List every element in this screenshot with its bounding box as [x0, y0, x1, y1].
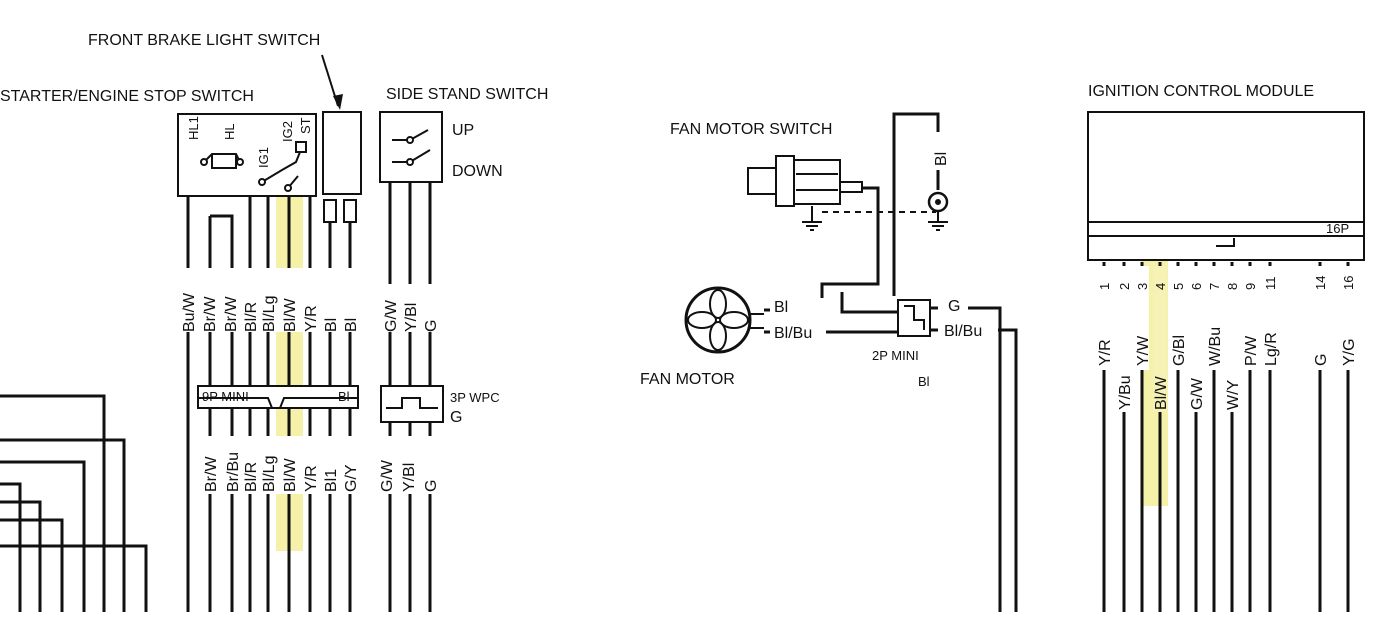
wire-label: Y/R: [303, 305, 320, 332]
wire-label: G: [423, 480, 440, 492]
wire-label: Bl/R: [243, 462, 260, 492]
icm-pin-number: 8: [1225, 283, 1240, 290]
mini-g-label: G: [948, 298, 960, 315]
icm-pin-number: 1: [1097, 283, 1112, 290]
icm-pin-number: 9: [1243, 283, 1258, 290]
wire-label: G/W: [379, 459, 396, 492]
front-brake-title: FRONT BRAKE LIGHT SWITCH: [88, 32, 320, 49]
switch-pin-labels: HL1 HL IG1 IG2 ST: [186, 116, 313, 168]
connector-3p-wpc: [380, 385, 444, 423]
icm-pin-wires: 1Y/R 2Y/Bu 3Y/W 4Bl/W 5G/Bl 6G/W 7W/Bu 8W/Y 9P/W…: [1097, 262, 1358, 612]
icm-pin-color: Y/G: [1341, 338, 1358, 366]
icm-pin-color: W/Bu: [1207, 327, 1224, 366]
wire-label: G: [423, 320, 440, 332]
fan-switch-title: FAN MOTOR SWITCH: [670, 121, 832, 138]
wire-label: Y/R: [303, 465, 320, 492]
wire-label: Br/W: [203, 456, 220, 492]
icm-16p-label: 16P: [1326, 221, 1349, 236]
connector-wpc-label: 3P WPC: [450, 390, 500, 405]
wire-label: Bl1: [323, 469, 340, 492]
lower-wire-labels: Br/W Br/Bu Bl/R Bl/Lg Bl/W Y/R Bl1 G/Y G…: [196, 436, 440, 494]
icm-pin-number: 14: [1313, 276, 1328, 290]
fan-motor-icon: [684, 286, 764, 354]
pin-label: IG1: [256, 147, 271, 168]
icm-pin-number: 16: [1341, 276, 1356, 290]
icm-pin-number: 2: [1117, 283, 1132, 290]
pin-label: IG2: [280, 121, 295, 142]
icm-pin-color: Bl/W: [1153, 375, 1170, 410]
fan-switch-body: [747, 155, 863, 207]
front-brake-arrow-head: [333, 94, 343, 110]
icm-pin-number: 3: [1135, 283, 1150, 290]
side-stand-switch-box: [379, 111, 443, 183]
fan-bl-label: Bl: [774, 299, 788, 316]
icm-pin-color: G/W: [1189, 377, 1206, 410]
icm-pin-number: 4: [1153, 283, 1168, 290]
wire-label: Br/W: [223, 296, 240, 332]
icm-pin-color: G: [1313, 354, 1330, 366]
icm-pin-color: Y/R: [1097, 339, 1114, 366]
icm-pin-color: Lg/R: [1263, 332, 1280, 366]
front-brake-switch-box: [322, 111, 362, 195]
switch-contacts: [203, 141, 307, 189]
left-harness-lines: [0, 394, 148, 612]
icm-title: IGNITION CONTROL MODULE: [1088, 83, 1314, 100]
icm-pin-color: G/Bl: [1171, 335, 1188, 366]
wire-label: Br/Bu: [225, 452, 242, 492]
upper-wire-labels: Bu/W Br/W Br/W Bl/R Bl/Lg Bl/W Y/R Bl Bl…: [180, 268, 440, 332]
wire-label: Bl/W: [282, 297, 299, 332]
icm-pin-color: W/Y: [1225, 379, 1242, 410]
bl-vertical-label: Bl: [933, 152, 950, 166]
connector-9p-label: 9P MINI: [202, 389, 249, 404]
connector-wpc-g: G: [450, 409, 462, 426]
wire-label: Bl/Lg: [261, 296, 278, 332]
icm-pin-number: 7: [1207, 283, 1222, 290]
pin-label: HL1: [186, 116, 201, 140]
wire-label: Bl: [323, 318, 340, 332]
icm-pin-number: 11: [1263, 277, 1278, 291]
wire-label: Bl/W: [282, 457, 299, 492]
icm-box: 16P: [1087, 111, 1365, 261]
icm-pin-number: 6: [1189, 283, 1204, 290]
icm-pin-color: Y/Bu: [1117, 375, 1134, 410]
wire-label: Bu/W: [181, 292, 198, 332]
icm-pin-color: P/W: [1243, 335, 1260, 366]
wire-label: G/Y: [343, 464, 360, 492]
wire-label: Y/Bl: [403, 303, 420, 332]
wire-label: Br/W: [202, 296, 219, 332]
icm-pin-number: 5: [1171, 283, 1186, 290]
fan-blbu-label: Bl/Bu: [774, 325, 812, 342]
side-stand-title: SIDE STAND SWITCH: [386, 86, 548, 103]
pin-label: HL: [222, 123, 237, 140]
icm-pin-color: Y/W: [1135, 335, 1152, 366]
wire-label: Bl/R: [243, 302, 260, 332]
pin-label: ST: [298, 117, 313, 134]
down-label: DOWN: [452, 163, 503, 180]
mini-2p-bl: Bl: [918, 374, 930, 389]
wire-label: Bl: [343, 318, 360, 332]
wire-label: Bl/Lg: [261, 456, 278, 492]
mini-blbu-label: Bl/Bu: [944, 323, 982, 340]
fan-motor-title: FAN MOTOR: [640, 371, 735, 388]
up-label: UP: [452, 122, 474, 139]
wire-label: G/W: [383, 299, 400, 332]
mini-2p-label: 2P MINI: [872, 348, 919, 363]
connector-9p-bl: Bl: [338, 389, 350, 404]
starter-title: STARTER/ENGINE STOP SWITCH: [0, 88, 254, 105]
wire-label: Y/Bl: [401, 463, 418, 492]
